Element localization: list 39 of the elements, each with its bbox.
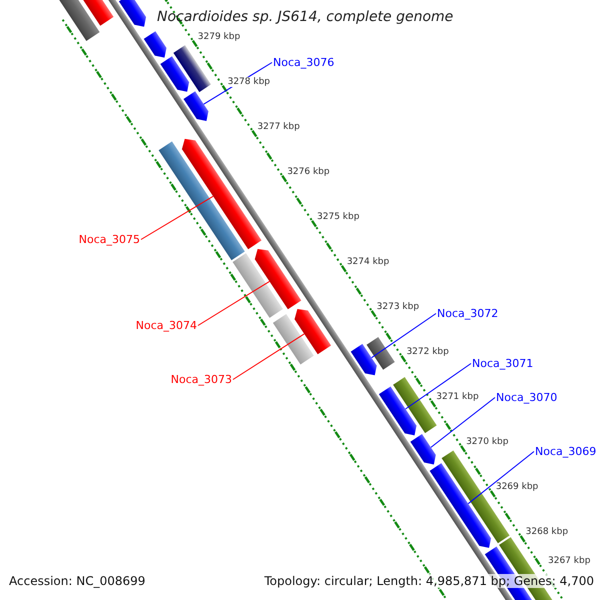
scale-label: 3273 kbp xyxy=(376,302,420,312)
gene-block xyxy=(184,91,208,121)
gene-label: Noca_3072 xyxy=(437,307,498,320)
gene-block xyxy=(254,249,302,310)
leader-line xyxy=(198,280,270,326)
gene-label: Noca_3076 xyxy=(273,56,334,69)
scale-label: 3269 kbp xyxy=(496,482,538,492)
gene-block xyxy=(410,434,436,465)
scale-label: 3267 kbp xyxy=(548,556,590,566)
gene-block xyxy=(294,309,332,354)
info-text: Topology: circular; Length: 4,985,871 bp; Genes: 4,700 xyxy=(264,574,594,588)
gene-block xyxy=(350,344,377,376)
scale-label: 3268 kbp xyxy=(526,526,568,537)
info-text: Accession: NC_008699 xyxy=(9,574,146,588)
gene-block xyxy=(182,138,262,250)
scale-label: 3275 kbp xyxy=(317,212,360,222)
scale-label: 3270 kbp xyxy=(466,436,508,447)
title: Nocardioides sp. JS614, complete genome xyxy=(157,9,454,25)
scale-label: 3277 kbp xyxy=(257,122,300,132)
gene-label: Noca_3074 xyxy=(136,319,197,332)
gene-label: Noca_3073 xyxy=(170,373,232,386)
scale-label: 3271 kbp xyxy=(436,392,479,402)
gene-label: Noca_3075 xyxy=(78,233,140,246)
leader-line xyxy=(468,451,534,504)
leader-line xyxy=(232,333,305,380)
scale-label: 3278 kbp xyxy=(228,76,270,87)
leader-line xyxy=(140,196,214,240)
gene-label: Noca_3070 xyxy=(496,391,558,404)
gene-block xyxy=(430,463,492,548)
scale-label: 3274 kbp xyxy=(346,256,390,267)
scale-label: 3279 kbp xyxy=(198,32,240,42)
gene-label: Noca_3071 xyxy=(472,357,534,370)
leader-line xyxy=(405,363,472,410)
leader-line xyxy=(371,313,436,358)
scale-label: 3272 kbp xyxy=(406,346,449,357)
gene-label: Noca_3069 xyxy=(535,445,596,458)
gene-block xyxy=(378,386,416,436)
leader-line xyxy=(430,397,496,448)
scale-label: 3276 kbp xyxy=(287,166,330,177)
